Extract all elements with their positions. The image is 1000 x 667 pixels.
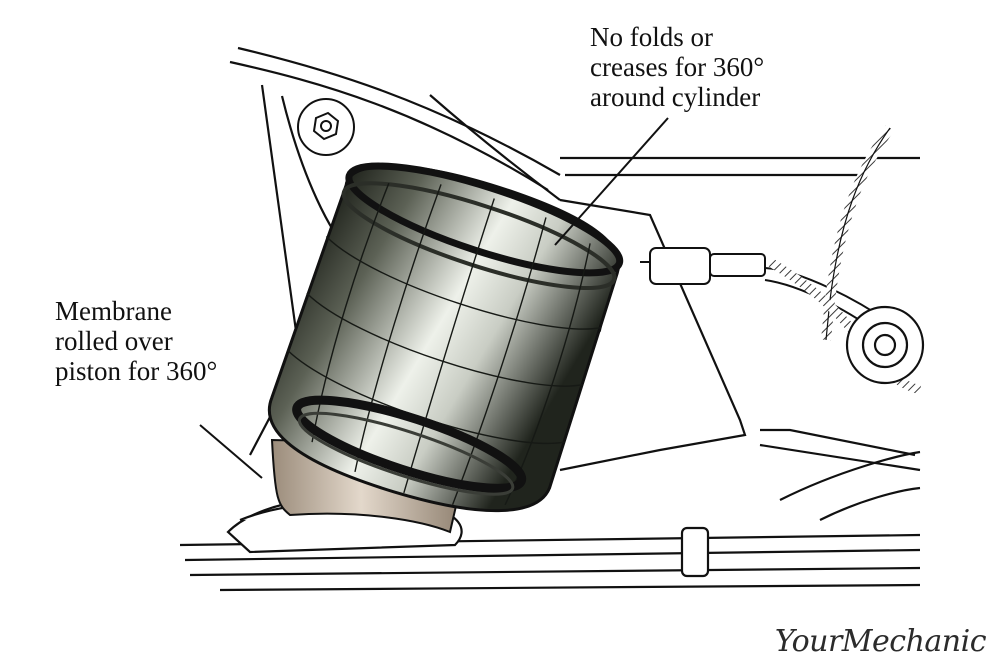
callout-top-line-2: creases for 360° bbox=[590, 52, 765, 82]
callout-no-folds: No folds or creases for 360° around cyli… bbox=[590, 22, 764, 112]
leader-line-top bbox=[554, 117, 669, 246]
leader-line-left bbox=[199, 424, 263, 479]
callout-left-line-2: rolled over bbox=[55, 326, 173, 356]
air-spring-membrane bbox=[267, 162, 624, 513]
mount-bolt bbox=[297, 98, 355, 156]
callout-leader-lines bbox=[199, 117, 669, 479]
sensor-grommet bbox=[845, 305, 925, 385]
chassis-frame bbox=[229, 46, 921, 521]
callout-left-line-1: Membrane bbox=[55, 296, 172, 326]
callout-top-line-3: around cylinder bbox=[590, 82, 761, 112]
brand-logo: YourMechanic bbox=[774, 624, 987, 659]
callout-membrane-rolled: Membrane rolled over piston for 360° bbox=[55, 296, 217, 386]
callout-top-line-1: No folds or bbox=[590, 22, 713, 52]
callout-left-line-3: piston for 360° bbox=[55, 356, 218, 386]
